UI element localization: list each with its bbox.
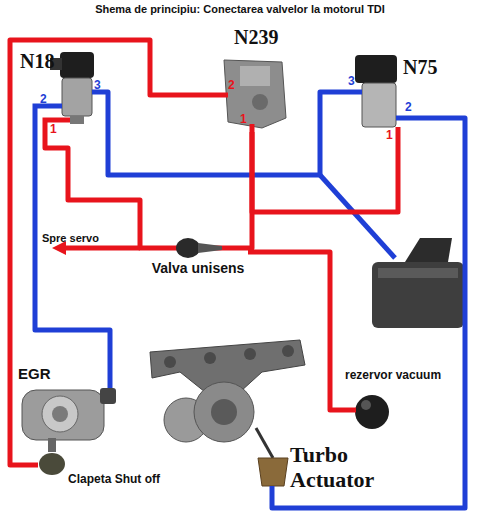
node-label: Valva unisens <box>138 260 258 277</box>
solenoid-cap <box>355 55 397 83</box>
vent-hose <box>320 175 395 258</box>
flap-node: Clapeta Shut off <box>38 448 178 492</box>
egr-nipple <box>100 388 116 404</box>
node-label: N18 <box>20 50 54 72</box>
port-hose <box>250 124 255 132</box>
valve-body <box>224 60 286 128</box>
egr-body <box>22 390 104 440</box>
egr-port <box>52 406 68 422</box>
check-valve-node: Valva unisens <box>148 236 248 282</box>
solenoid-cap <box>60 52 94 78</box>
port-hose <box>212 93 228 98</box>
manifold-port <box>204 352 216 364</box>
port-hose <box>108 365 113 392</box>
servo-line <box>62 246 140 251</box>
manifold-port <box>164 356 176 368</box>
hose-connector <box>35 132 110 365</box>
valve-detail <box>252 94 268 110</box>
egr-valve-node: EGR <box>16 365 118 447</box>
valve-detail <box>240 66 270 86</box>
turbine-outlet <box>211 399 237 425</box>
valve-node: N239 <box>212 26 292 132</box>
port-hose <box>396 127 401 142</box>
air-filter-hose <box>405 238 452 262</box>
hose-connector <box>248 252 345 410</box>
node-label: N75 <box>403 56 437 78</box>
hose-connector <box>45 132 148 248</box>
reservoir-highlight <box>361 400 371 410</box>
actuator-node: Turbo Actuator <box>250 440 400 498</box>
port-number: 1 <box>386 128 393 142</box>
port-number: 2 <box>405 100 412 114</box>
port-number: 3 <box>94 78 101 92</box>
check-valve-body <box>176 238 200 258</box>
actuator-canister <box>258 458 288 486</box>
port-hose <box>345 408 356 413</box>
valve-body <box>62 78 92 116</box>
node-label: Clapeta Shut off <box>68 472 160 487</box>
valve-node: N18 <box>18 48 102 132</box>
port-number: 1 <box>240 112 247 126</box>
hose-connector <box>10 40 212 465</box>
valve-base <box>70 116 84 124</box>
hose-connector <box>102 92 345 175</box>
line-label: Spre servo <box>42 232 99 244</box>
flap-linkage <box>48 438 56 452</box>
reservoir-sphere <box>355 395 389 429</box>
port-hose <box>45 120 70 132</box>
port-hose <box>396 116 455 121</box>
hose-connector <box>252 132 398 212</box>
air-filter-lid <box>378 268 458 278</box>
valve-body <box>362 83 396 127</box>
egr-flange <box>42 396 78 432</box>
port-hose <box>270 486 275 498</box>
check-valve-nozzle <box>198 243 222 253</box>
manifold-port <box>282 345 294 357</box>
reservoir-node: rezervor vacuum <box>345 368 465 432</box>
port-number: 2 <box>40 92 47 106</box>
air-filter-box <box>372 262 464 328</box>
port-number: 1 <box>50 122 57 136</box>
hose-connector <box>272 118 465 508</box>
port-number: 2 <box>228 78 235 92</box>
manifold-port <box>244 348 256 360</box>
port-hose <box>345 90 362 95</box>
actuator-rod <box>256 428 273 458</box>
flap-actuator <box>39 453 65 475</box>
node-label: EGR <box>18 365 51 383</box>
port-number: 3 <box>348 74 355 88</box>
valve-node: N75 <box>345 50 455 142</box>
node-label: N239 <box>234 26 278 48</box>
node-label: rezervor vacuum <box>345 368 441 383</box>
turbine-housing <box>194 382 254 442</box>
node-label: Turbo Actuator <box>290 442 400 492</box>
diagram-title: Shema de principiu: Conectarea valvelor … <box>0 3 480 15</box>
